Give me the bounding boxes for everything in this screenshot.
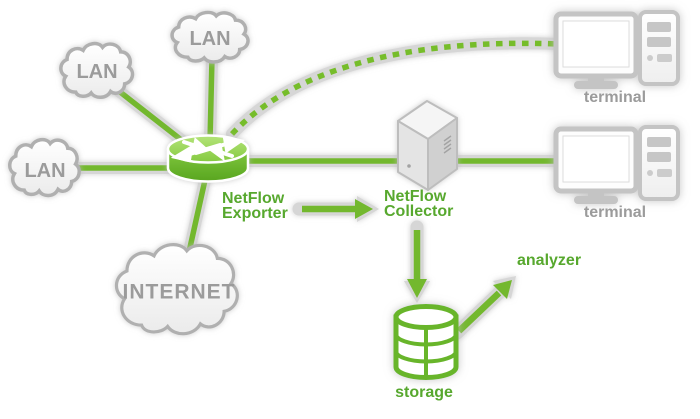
dotted-flow-router-terminal1 [229, 40, 559, 136]
netflow-collector-label: NetFlow Collector [384, 188, 454, 220]
router-arrows [170, 135, 246, 163]
terminal-icon [556, 12, 678, 89]
connector-lines [66, 37, 564, 258]
arrow-exporter-to-collector [292, 196, 379, 222]
arrow-collector-to-storage [404, 220, 430, 303]
internet-label: INTERNET [122, 280, 236, 304]
analyzer-label: analyzer [517, 252, 582, 269]
lan-top-label: LAN [189, 28, 231, 50]
terminal-mid-label: terminal [583, 204, 647, 221]
server-icon [397, 100, 458, 191]
netflow-exporter-label: NetFlow Exporter [222, 190, 288, 222]
storage-label: storage [395, 384, 453, 401]
lan-mid-label: LAN [76, 61, 118, 83]
router-icon [166, 134, 250, 183]
database-icon [393, 304, 459, 380]
terminal-icon [556, 127, 678, 204]
lan-left-label: LAN [24, 160, 66, 182]
line-router-lan-top [207, 55, 215, 145]
arrow-storage-to-analyzer [450, 276, 516, 340]
line-router-internet [186, 177, 208, 255]
terminal-top-label: terminal [583, 89, 647, 106]
